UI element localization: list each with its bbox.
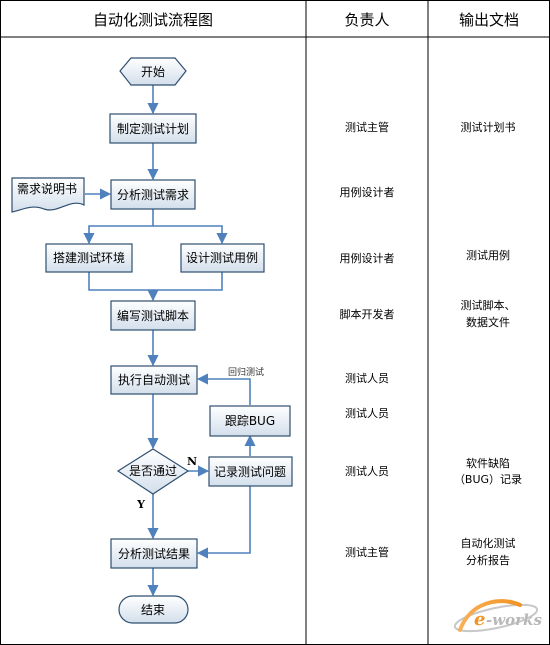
execute-step-label: 执行自动测试: [118, 372, 190, 387]
flow-arrows: [83, 85, 256, 597]
script-step-label: 编写测试脚本: [117, 308, 189, 323]
owner-execute: 测试人员: [345, 372, 389, 385]
owner-result: 测试主管: [345, 545, 389, 559]
output-report-line1: 自动化测试: [461, 536, 516, 550]
requirement-document-label: 需求说明书: [17, 181, 77, 196]
owner-design: 用例设计者: [340, 251, 395, 265]
owner-record: 测试人员: [345, 465, 389, 478]
pass-decision: 是否通过: [116, 448, 190, 495]
requirement-document: 需求说明书: [11, 177, 85, 213]
regression-test-label: 回归测试: [228, 366, 264, 378]
script-step: 编写测试脚本: [110, 300, 196, 331]
yes-branch-label: Y: [136, 498, 145, 511]
environment-step-label: 搭建测试环境: [53, 250, 125, 265]
plan-step-label: 制定测试计划: [117, 121, 189, 136]
output-column: 测试计划书 测试用例 测试脚本、 数据文件 软件缺陷 （BUG）记录 自动化测试…: [454, 121, 522, 567]
design-cases-step-label: 设计测试用例: [186, 250, 258, 265]
analyze-result-step-label: 分析测试结果: [118, 546, 190, 561]
output-script-line2: 数据文件: [466, 315, 510, 329]
header-owner: 负责人: [344, 11, 389, 29]
record-issue-step-label: 记录测试问题: [214, 464, 286, 479]
analyze-step: 分析测试需求: [110, 179, 196, 210]
output-plan-doc: 测试计划书: [461, 121, 516, 134]
owner-column: 测试主管 用例设计者 用例设计者 脚本开发者 测试人员 测试人员 测试人员 测试…: [340, 120, 395, 559]
track-bug-step: 跟踪BUG: [209, 405, 291, 437]
execute-step: 执行自动测试: [110, 365, 198, 395]
output-bug-line2: （BUG）记录: [454, 473, 522, 486]
svg-text:e: e: [474, 609, 485, 630]
output-report-line2: 分析报告: [466, 553, 510, 567]
design-cases-step: 设计测试用例: [180, 243, 265, 273]
end-label: 结束: [141, 603, 165, 617]
owner-plan: 测试主管: [345, 120, 389, 134]
header-output-doc: 输出文档: [459, 11, 519, 29]
owner-script: 脚本开发者: [340, 307, 395, 321]
output-script-line1: 测试脚本、: [461, 298, 516, 312]
record-issue-step: 记录测试问题: [208, 456, 293, 487]
plan-step: 制定测试计划: [109, 113, 197, 144]
owner-analyze: 用例设计者: [340, 185, 395, 199]
svg-text:-works: -works: [486, 611, 542, 629]
pass-decision-label: 是否通过: [129, 464, 177, 478]
header-flowchart-title: 自动化测试流程图: [93, 11, 213, 29]
output-test-cases: 测试用例: [466, 248, 510, 262]
output-bug-line1: 软件缺陷: [466, 456, 510, 470]
environment-step: 搭建测试环境: [45, 243, 133, 273]
no-branch-label: N: [187, 455, 197, 468]
track-bug-step-label: 跟踪BUG: [225, 414, 275, 428]
end-node: 结束: [118, 595, 189, 624]
start-label: 开始: [141, 65, 165, 79]
owner-track: 测试人员: [345, 407, 389, 420]
analyze-step-label: 分析测试需求: [117, 187, 189, 202]
start-node: 开始: [119, 57, 187, 86]
eworks-logo: e -works: [453, 599, 542, 633]
analyze-result-step: 分析测试结果: [110, 538, 198, 569]
